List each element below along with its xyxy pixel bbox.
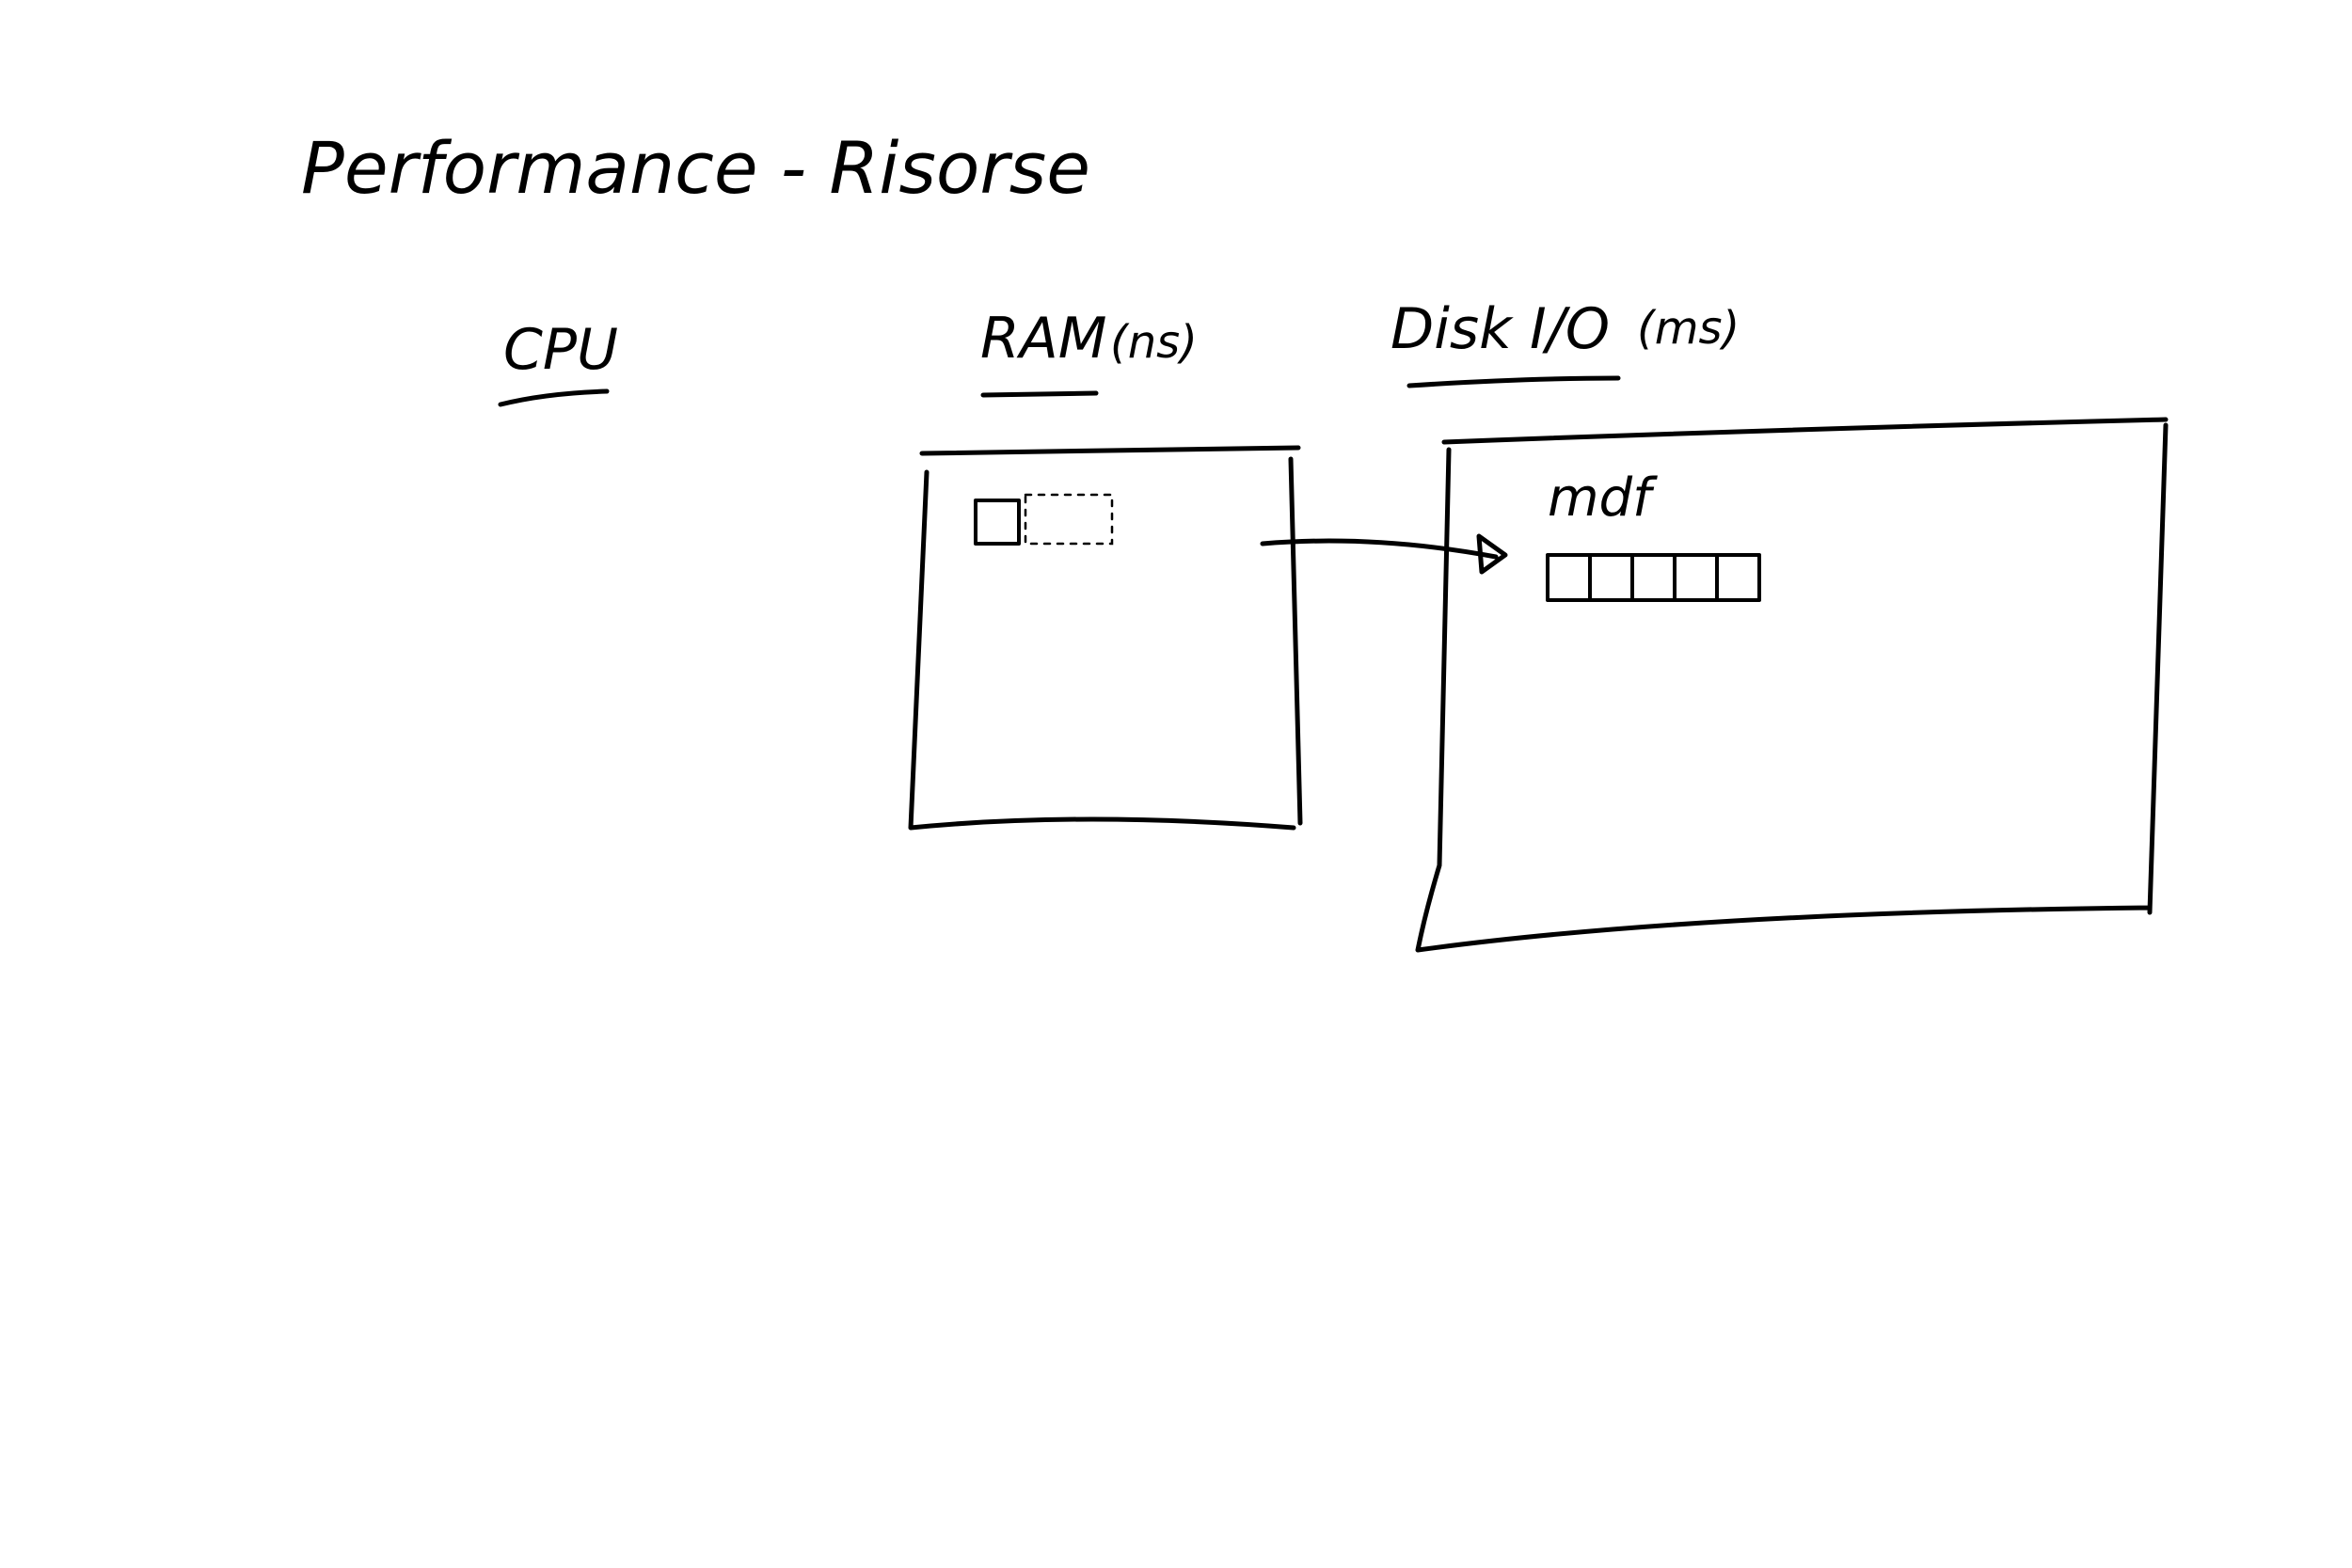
cpu-underline	[498, 388, 610, 407]
cpu-section: CPU	[498, 317, 618, 407]
mdf-page	[1588, 553, 1634, 602]
page-title: Performance - Risorse	[301, 126, 1090, 210]
mdf-pages	[1546, 553, 1761, 602]
disk-box	[1415, 417, 2169, 953]
ram-to-disk-arrow	[1260, 533, 1508, 575]
disk-unit: (ms)	[1637, 302, 1740, 355]
disk-label: Disk I/O	[1391, 296, 1610, 362]
ram-underline	[980, 390, 1099, 398]
mdf-file-label: mdf	[1548, 467, 1658, 529]
ram-box	[908, 445, 1303, 831]
mdf-page	[1715, 553, 1761, 602]
ram-label: RAM	[980, 306, 1107, 372]
disk-section: Disk I/O (ms) mdf	[1391, 296, 2169, 953]
mdf-page	[1546, 553, 1592, 602]
ram-page-block	[974, 499, 1021, 546]
cpu-label: CPU	[503, 317, 618, 383]
disk-underline	[1406, 375, 1621, 388]
ram-unit: (ns)	[1110, 316, 1198, 369]
ram-section: RAM (ns)	[908, 306, 1303, 831]
mdf-page	[1673, 553, 1719, 602]
ram-page-placeholder	[1024, 493, 1114, 546]
arrow-shaft	[1260, 538, 1499, 560]
mdf-page	[1630, 553, 1677, 602]
arrow-head	[1476, 533, 1508, 575]
